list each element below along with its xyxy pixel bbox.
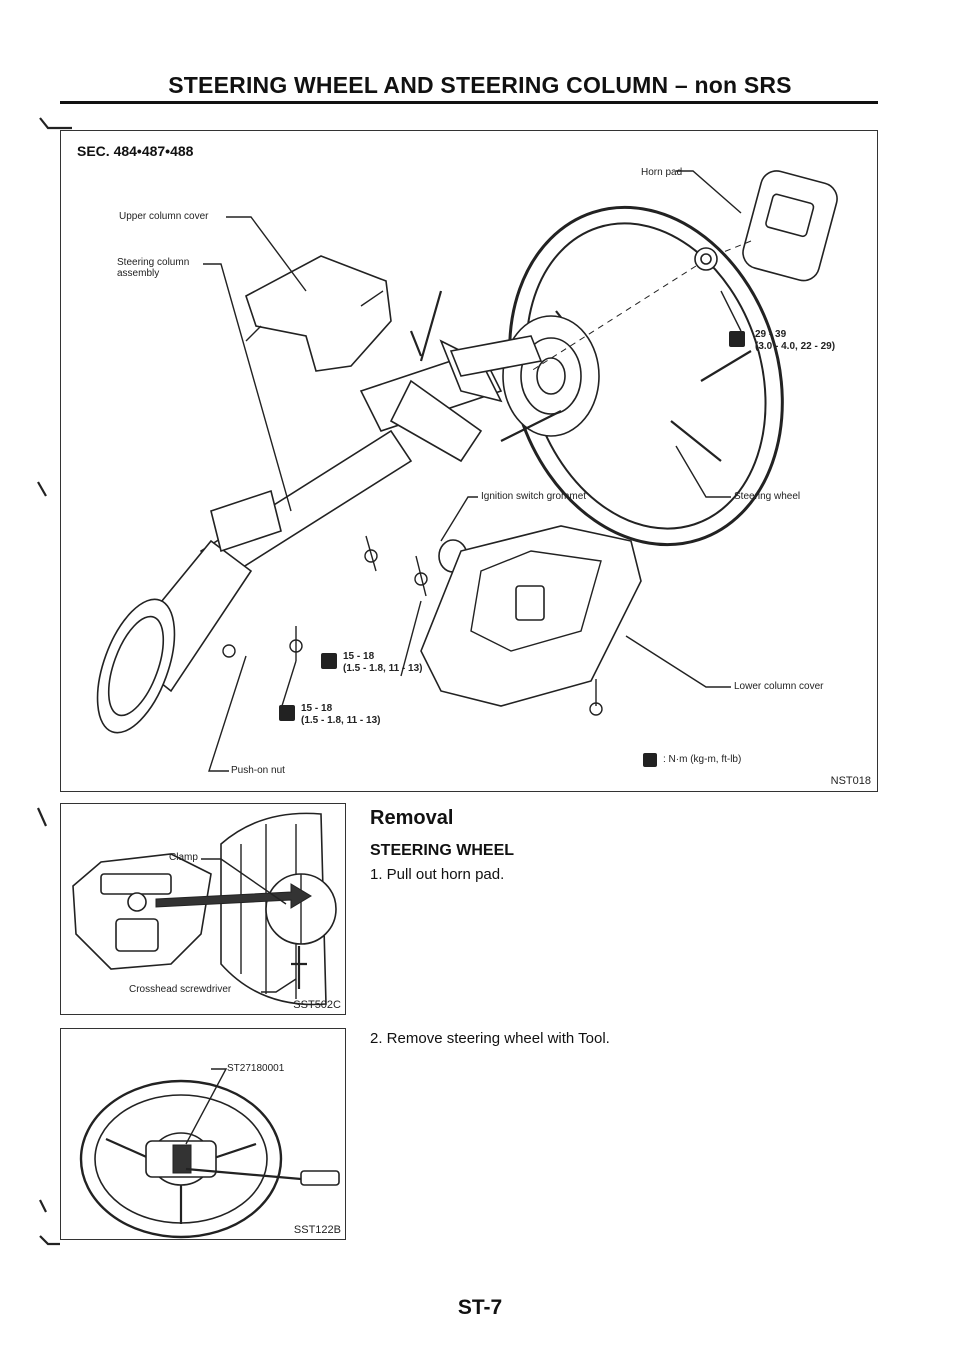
wheel-puller-diagram [79, 1068, 340, 1239]
step-2: 2. Remove steering wheel with Tool. [370, 1030, 610, 1047]
steering-exploded-diagram [96, 170, 838, 772]
section-ref: SEC. 484•487•488 [77, 143, 194, 159]
figure-code: NST018 [830, 775, 871, 787]
figure-code: SST122B [293, 1224, 341, 1236]
figure-wheel-puller: ST27180001 SST122B [60, 1028, 346, 1240]
label-lower-column-cover: Lower column cover [734, 681, 824, 692]
label-steering-column-2: assembly [117, 268, 160, 279]
subheading-steering-wheel: STEERING WHEEL [370, 842, 515, 859]
label-horn-pad: Horn pad [641, 167, 683, 178]
title-rule [60, 101, 878, 104]
main-figure-frame: SEC. 484•487•488 Horn pad Upper column c… [60, 130, 878, 792]
heading-removal: Removal [370, 807, 454, 829]
page-title: STEERING WHEEL AND STEERING COLUMN – non… [168, 72, 792, 98]
torque-column-upper: 15 - 18 (1.5 - 1.8, 11 - 13) [321, 651, 423, 675]
label-push-on-nut: Push-on nut [231, 765, 285, 776]
figure-horn-pad-removal: Clamp Crosshead screwdriver SST502C [60, 803, 346, 1015]
figure-code: SST502C [293, 999, 341, 1011]
torque-wrench-icon [321, 653, 337, 669]
torque-wrench-icon [729, 331, 745, 347]
label-steering-column-1: Steering column [117, 257, 190, 268]
horn-pad-removal-diagram [72, 812, 337, 1006]
page-number: ST-7 [457, 1296, 503, 1319]
label-crosshead-screwdriver: Crosshead screwdriver [129, 984, 232, 995]
torque-wheel-nut: 29 - 39 (3.0 - 4.0, 22 - 29) [729, 329, 835, 353]
label-steering-wheel: Steering wheel [734, 491, 801, 502]
torque-wrench-icon [643, 753, 657, 767]
torque-wrench-icon [279, 705, 295, 721]
label-upper-column-cover: Upper column cover [119, 211, 209, 222]
label-ignition-grommet: Ignition switch grommet [481, 491, 587, 502]
step-1: 1. Pull out horn pad. [370, 866, 505, 883]
label-clamp: Clamp [169, 852, 198, 863]
torque-column-lower: 15 - 18 (1.5 - 1.8, 11 - 13) [279, 703, 381, 727]
label-tool-number: ST27180001 [227, 1063, 285, 1074]
